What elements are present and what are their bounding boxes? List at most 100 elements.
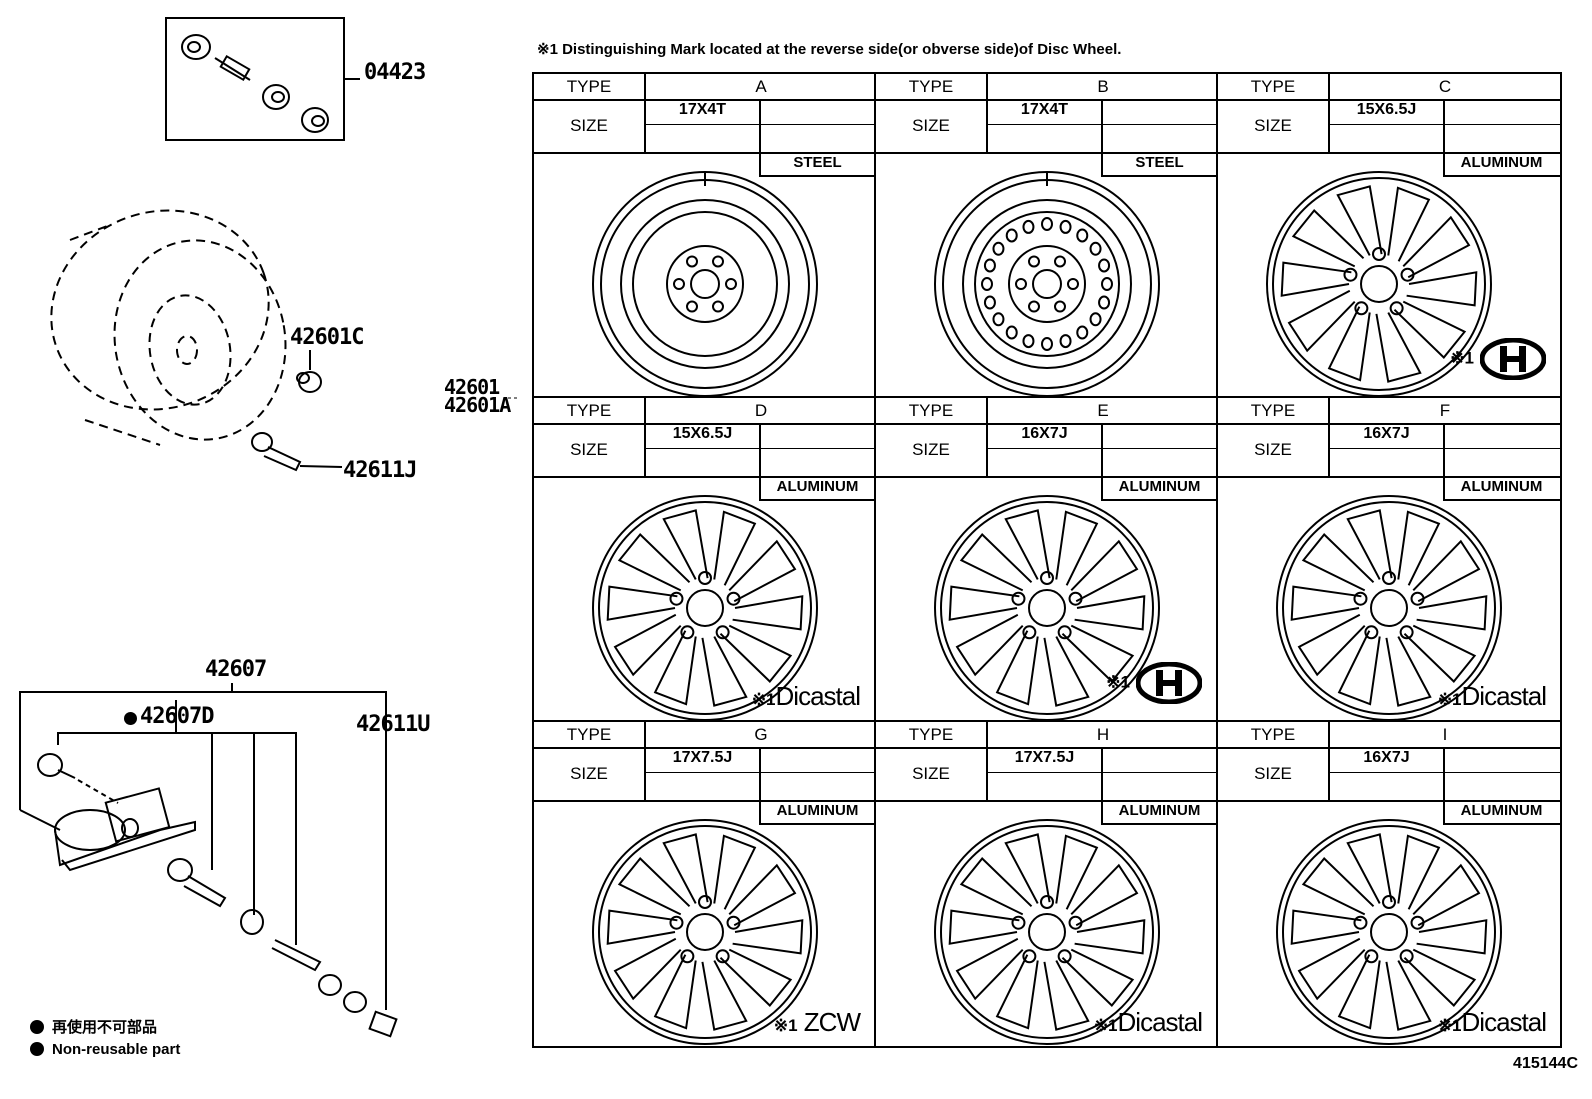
table-rule (1443, 175, 1560, 177)
table-rule (988, 124, 1101, 125)
table-rule (1328, 398, 1330, 478)
table-rule (644, 722, 646, 802)
table-rule (1101, 747, 1103, 825)
type-label: TYPE (566, 725, 612, 744)
material-value: STEEL (793, 154, 842, 171)
table-rule (876, 747, 1216, 749)
table-rule (534, 800, 874, 802)
type-value: E (1097, 401, 1109, 420)
mark-symbol: ※1 (1437, 690, 1462, 709)
tire-pressure-sensor-icon (19, 753, 398, 1038)
hub-cap-icon (296, 350, 322, 393)
valve-stem-icon (251, 432, 343, 472)
brand-name: Dicastal (1461, 681, 1547, 711)
type-value: H (1096, 725, 1110, 744)
part-number-42601c[interactable]: 42601C (290, 325, 364, 350)
h-brand-logo-icon (1479, 337, 1547, 381)
type-label: TYPE (1250, 77, 1296, 96)
table-rule (876, 423, 1216, 425)
part-number-42607[interactable]: 42607 (205, 657, 267, 682)
mark-symbol: ※1 (773, 1016, 798, 1035)
table-rule (759, 175, 876, 177)
size-label: SIZE (912, 116, 950, 135)
type-value: G (754, 725, 768, 744)
table-rule (1330, 124, 1443, 125)
table-rule (1101, 175, 1218, 177)
table-rule (1101, 499, 1218, 501)
table-rule (1443, 423, 1445, 501)
table-rule (646, 124, 759, 125)
type-value: B (1097, 77, 1109, 96)
table-rule (1443, 747, 1445, 825)
type-value: C (1438, 77, 1452, 96)
distinguishing-mark: ※1 (1450, 337, 1547, 381)
table-rule (986, 74, 988, 154)
table-rule (759, 99, 761, 177)
table-rule (876, 476, 1216, 478)
table-rule (759, 823, 876, 825)
table-rule (644, 398, 646, 478)
table-rule (534, 423, 874, 425)
material-value: ALUMINUM (776, 478, 859, 495)
table-rule (1328, 74, 1330, 154)
table-rule (759, 772, 876, 773)
material-value: ALUMINUM (1460, 478, 1543, 495)
table-rule (876, 99, 1216, 101)
sensor-leader-lines (19, 683, 387, 1010)
table-rule (986, 722, 988, 802)
brand-name: Dicastal (1117, 1007, 1203, 1037)
size-label: SIZE (1254, 440, 1292, 459)
type-label: TYPE (908, 77, 954, 96)
size-label: SIZE (570, 764, 608, 783)
part-number-04423[interactable]: 04423 (364, 60, 426, 85)
part-number-42601a[interactable]: 42601A (444, 393, 511, 417)
size-label: SIZE (570, 440, 608, 459)
distinguishing-mark-note: ※1 Distinguishing Mark located at the re… (537, 41, 1122, 58)
distinguishing-mark: ※1Dicastal (1437, 681, 1547, 712)
part-number-42611u[interactable]: 42611U (356, 712, 430, 737)
material-value: ALUMINUM (1460, 154, 1543, 171)
diagram-code: 415144C (1513, 1055, 1578, 1072)
part-number-42601[interactable]: 42601 (444, 375, 500, 399)
mark-symbol: ※1 (1106, 672, 1130, 692)
non-reusable-dot-icon (124, 712, 137, 725)
type-label: TYPE (566, 401, 612, 420)
distinguishing-mark: ※1Dicastal (1093, 1007, 1203, 1038)
table-rule (759, 448, 876, 449)
material-value: ALUMINUM (776, 802, 859, 819)
size-value: 17X7.5J (672, 749, 733, 766)
type-label: TYPE (1250, 401, 1296, 420)
distinguishing-mark: ※1Dicastal (751, 681, 861, 712)
material-value: STEEL (1135, 154, 1184, 171)
table-rule (759, 499, 876, 501)
mark-symbol: ※1 (751, 690, 776, 709)
type-label: TYPE (1250, 725, 1296, 744)
table-rule (1330, 448, 1443, 449)
table-rule (644, 74, 646, 154)
mark-symbol: ※1 (1450, 348, 1474, 368)
size-value: 16X7J (1363, 749, 1410, 766)
size-value: 17X7.5J (1014, 749, 1075, 766)
material-value: ALUMINUM (1118, 802, 1201, 819)
type-label: TYPE (908, 725, 954, 744)
part-number-42611j[interactable]: 42611J (343, 458, 417, 483)
table-rule (534, 476, 874, 478)
part-number-42607d[interactable]: 42607D (124, 704, 214, 729)
table-rule (1218, 99, 1560, 101)
type-label: TYPE (908, 401, 954, 420)
table-rule (1218, 476, 1560, 478)
table-rule (876, 152, 1216, 154)
table-rule (759, 423, 761, 501)
mark-symbol: ※1 (1093, 1016, 1118, 1035)
table-rule (1218, 152, 1560, 154)
